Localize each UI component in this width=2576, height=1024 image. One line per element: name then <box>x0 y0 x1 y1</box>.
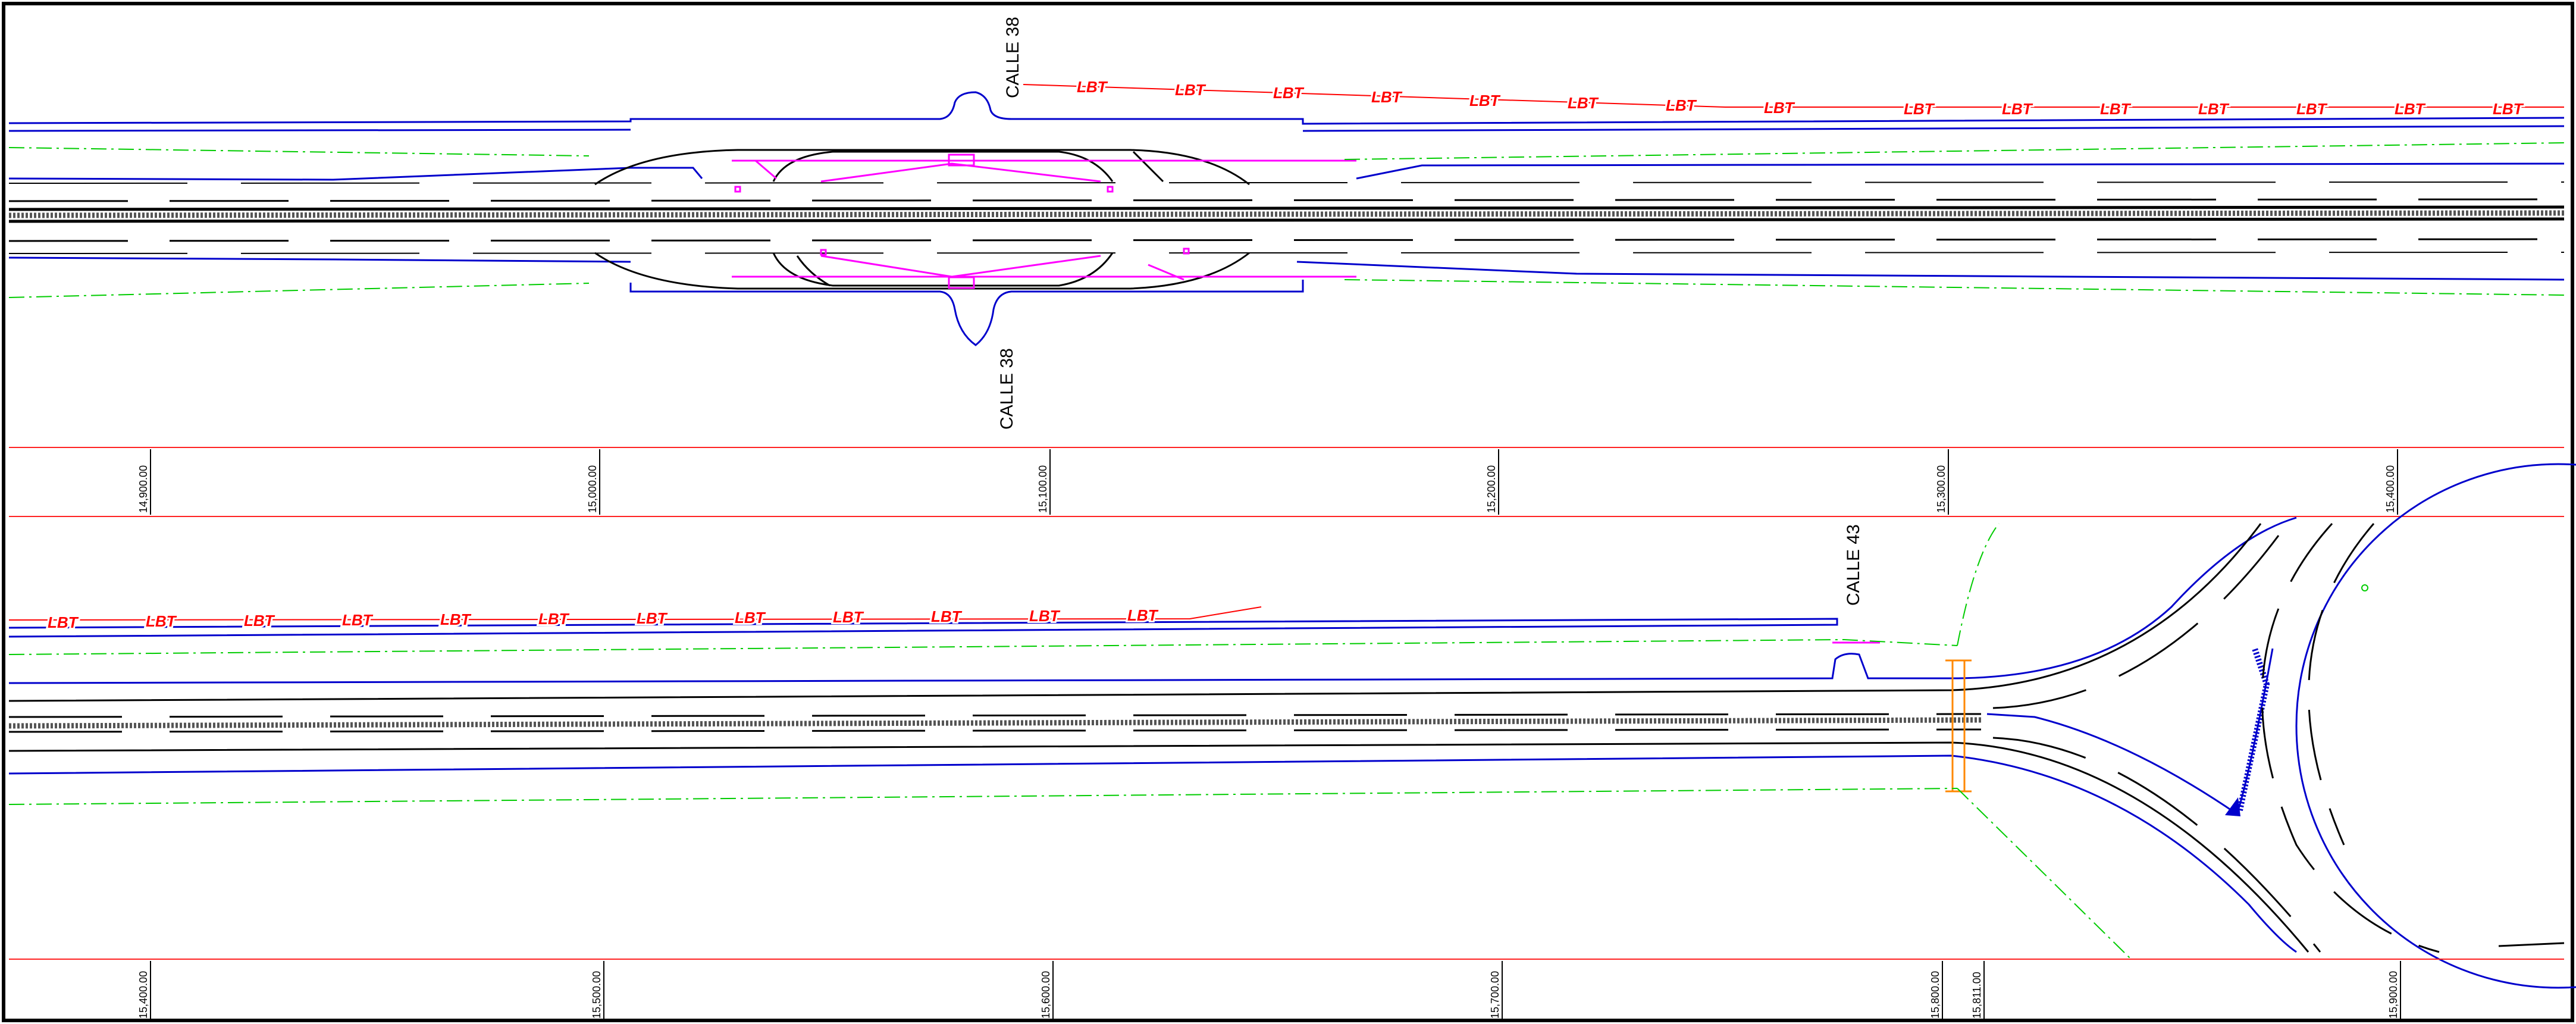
lbt-label: LBT <box>1666 96 1697 114</box>
lbt-label: LBT <box>1469 92 1501 109</box>
station-label: 15,600.00 <box>1040 971 1052 1019</box>
lbt-label: LBT <box>244 612 275 630</box>
station-label: 15,800.00 <box>1929 971 1941 1019</box>
lower-panel: LBT LBT LBT LBT LBT LBT LBT LBT LBT LBT LBT LBT CAL… <box>8 463 2576 1020</box>
upper-drain-lines <box>8 142 2565 298</box>
lower-road-edges <box>8 463 2576 989</box>
lbt-label: LBT <box>1371 88 1403 106</box>
lower-lbt-line: LBT LBT LBT LBT LBT LBT LBT LBT LBT LBT LBT LBT <box>8 605 1262 633</box>
lbt-label: LBT <box>1273 84 1305 102</box>
lbt-label: LBT <box>833 608 864 626</box>
roundabout-entry-island <box>2225 647 2270 816</box>
lbt-label: LBT <box>2002 100 2033 118</box>
lbt-label: LBT <box>1077 78 1108 96</box>
station-label: 15,900.00 <box>2387 971 2399 1019</box>
lbt-label: LBT <box>2395 100 2426 118</box>
station-label: 15,811.00 <box>1971 972 1983 1019</box>
lbt-label: LBT <box>342 611 374 629</box>
upper-lane-markings <box>8 149 2565 290</box>
lbt-label: LBT <box>538 610 570 628</box>
street-label-calle-43: CALLE 43 <box>1844 524 1863 606</box>
lower-drain-lines <box>8 523 2130 959</box>
lbt-label: LBT <box>637 609 668 627</box>
lbt-label: LBT <box>1568 94 1599 112</box>
upper-pedestrian-paths <box>732 154 1356 289</box>
lbt-label: LBT <box>440 610 472 628</box>
lbt-label: LBT <box>1175 81 1206 99</box>
station-label: 15,500.00 <box>591 971 603 1019</box>
upper-station-strip: 14,900.00 15,000.00 15,100.00 15,200.00 15,3… <box>9 447 2564 517</box>
lbt-label: LBT <box>2100 100 2132 118</box>
lbt-label: LBT <box>2198 100 2230 118</box>
lower-station-strip: 15,400.00 15,500.00 15,600.00 15,700.00 15,8… <box>9 959 2564 1020</box>
crosswalk-calle-43 <box>1945 659 1972 793</box>
station-label: 15,700.00 <box>1489 971 1501 1019</box>
street-label-calle-38-top: CALLE 38 <box>1003 17 1023 98</box>
lbt-label: LBT <box>735 609 766 627</box>
lbt-label: LBT <box>1764 99 1795 117</box>
lbt-label: LBT <box>931 607 963 625</box>
lbt-label: LBT <box>2296 100 2328 118</box>
lbt-label: LBT <box>1904 100 1935 118</box>
station-label: 15,400.00 <box>2384 465 2396 513</box>
street-label-calle-38-bottom: CALLE 38 <box>997 348 1017 430</box>
station-label: 15,200.00 <box>1486 465 1497 513</box>
roundabout-circle <box>2295 463 2576 989</box>
station-label: 15,400.00 <box>137 971 149 1019</box>
drain-node <box>2361 584 2368 591</box>
lbt-label: LBT <box>2493 100 2524 118</box>
station-label: 15,100.00 <box>1037 465 1049 513</box>
upper-panel: LBT LBT LBT LBT LBT LBT LBT LBT LBT LBT LBT LBT LBT L… <box>8 17 2565 517</box>
station-label: 15,000.00 <box>587 465 598 513</box>
lbt-label: LBT <box>48 613 79 631</box>
lower-lane-markings <box>8 522 2565 953</box>
lbt-label: LBT <box>146 612 177 630</box>
station-label: 14,900.00 <box>137 465 149 513</box>
lbt-label: LBT <box>1029 607 1061 625</box>
upper-road-edges <box>8 91 2565 346</box>
station-label: 15,300.00 <box>1935 465 1947 513</box>
lbt-label: LBT <box>1127 606 1159 624</box>
upper-lbt-line: LBT LBT LBT LBT LBT LBT LBT LBT LBT LBT LBT LBT LBT L… <box>1023 76 2564 120</box>
